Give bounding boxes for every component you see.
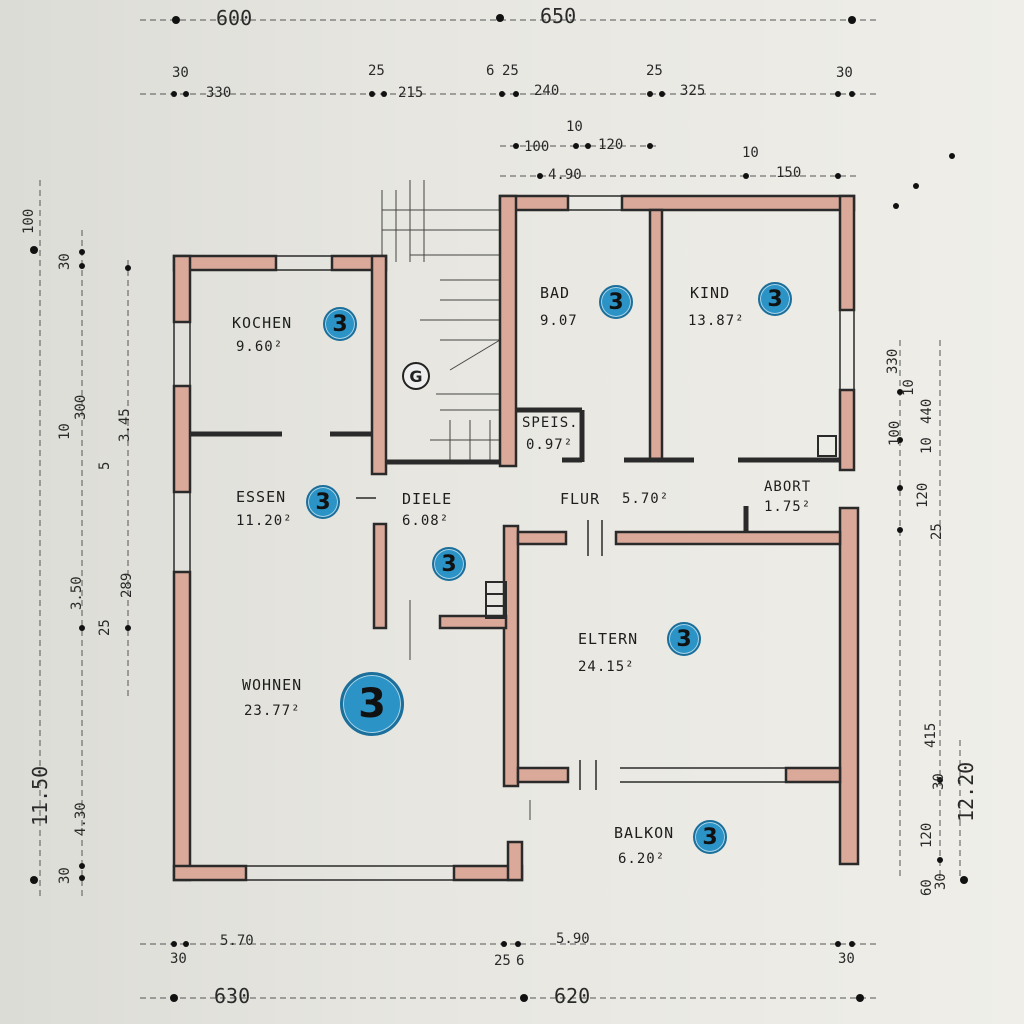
- dim-l-345: 3.45: [117, 408, 133, 442]
- dim-r-10a: 10: [901, 379, 917, 396]
- room-abort-name: ABORT: [764, 479, 812, 495]
- partitions: [190, 407, 840, 532]
- dimension-ticks: [30, 14, 968, 1002]
- room-badge-eltern: 3: [667, 622, 701, 656]
- room-kind-name: KIND: [690, 284, 731, 302]
- dim-r-60: 60: [919, 879, 935, 896]
- room-essen-area: 11.20²: [236, 513, 293, 529]
- dim-l-350: 3.50: [69, 576, 85, 610]
- dim-b-30a: 30: [170, 951, 187, 967]
- room-kochen-name: KOCHEN: [232, 314, 293, 332]
- dim-b-6: 6: [516, 953, 525, 969]
- room-essen-name: ESSEN: [236, 488, 287, 506]
- room-wohnen-name: WOHNEN: [242, 676, 303, 694]
- dim-l-30b: 30: [57, 867, 73, 884]
- room-diele-area: 6.08²: [402, 513, 450, 529]
- room-kind-area: 13.87²: [688, 313, 745, 329]
- dim-r-100: 100: [887, 420, 903, 446]
- room-wohnen-area: 23.77²: [244, 703, 301, 719]
- dim-r-30c: 30: [933, 873, 949, 890]
- dim-b-30b: 30: [838, 951, 855, 967]
- room-badge-diele: 3: [432, 547, 466, 581]
- room-kochen-area: 9.60²: [236, 339, 284, 355]
- dim-t-490: 4.90: [548, 167, 582, 183]
- dim-t-150: 150: [776, 165, 802, 181]
- dim-l-1150: 11.50: [28, 765, 52, 826]
- dim-r-120a: 120: [915, 482, 931, 508]
- dim-l-5: 5: [97, 461, 113, 470]
- room-eltern-area: 24.15²: [578, 659, 635, 675]
- dim-r-120b: 120: [919, 822, 935, 848]
- dim-r-330: 330: [885, 348, 901, 374]
- dim-l-30a: 30: [57, 253, 73, 270]
- dim-bot-630: 630: [214, 984, 251, 1008]
- dim-l-300: 300: [73, 394, 89, 420]
- room-diele-name: DIELE: [402, 490, 453, 508]
- dim-l-100: 100: [21, 208, 37, 234]
- dim-r-415: 415: [923, 722, 939, 748]
- dim-t-25c: 25: [646, 63, 663, 79]
- dim-b-25: 25: [494, 953, 511, 969]
- gas-marker: G: [402, 362, 430, 390]
- room-balkon-area: 6.20²: [618, 851, 666, 867]
- room-badge-kind: 3: [758, 282, 792, 316]
- dim-l-10: 10: [57, 423, 73, 440]
- room-badge-essen: 3: [306, 485, 340, 519]
- room-speis-area: 0.97²: [526, 437, 574, 453]
- dim-l-289: 289: [119, 572, 135, 598]
- room-flur-name: FLUR: [560, 490, 601, 508]
- room-bad-area: 9.07: [540, 313, 578, 329]
- room-speis-name: SPEIS.: [522, 415, 579, 431]
- dim-t-240: 240: [534, 83, 560, 99]
- window-lines: [173, 195, 855, 881]
- room-bad-name: BAD: [540, 284, 571, 302]
- dim-t-25a: 25: [368, 63, 385, 79]
- room-badge-wohnen: 3: [340, 672, 404, 736]
- room-balkon-name: BALKON: [614, 824, 675, 842]
- dim-t-215: 215: [398, 85, 424, 101]
- room-abort-area: 1.75²: [764, 499, 812, 515]
- dim-t-30a: 30: [172, 65, 189, 81]
- dim-b-570: 5.70: [220, 933, 254, 949]
- dim-r-440: 440: [919, 398, 935, 424]
- dim-r-1220: 12.20: [954, 761, 978, 822]
- dim-bot-620: 620: [554, 984, 591, 1008]
- room-badge-kochen: 3: [323, 307, 357, 341]
- dim-l-25: 25: [97, 619, 113, 636]
- dim-t-100: 100: [524, 139, 550, 155]
- dim-l-430: 4.30: [73, 802, 89, 836]
- stair-sketch: [381, 180, 531, 820]
- dim-t-325: 325: [680, 83, 706, 99]
- dim-t-6: 6: [486, 63, 495, 79]
- room-badge-balkon: 3: [693, 820, 727, 854]
- dim-top-600: 600: [216, 6, 253, 30]
- dim-r-30: 30: [931, 773, 947, 790]
- dim-t-10a: 10: [566, 119, 583, 135]
- room-badge-bad: 3: [599, 285, 633, 319]
- room-flur-area: 5.70²: [622, 491, 670, 507]
- dim-b-590: 5.90: [556, 931, 590, 947]
- dim-t-10b: 10: [742, 145, 759, 161]
- dim-top-650: 650: [540, 4, 577, 28]
- dim-r-25: 25: [929, 523, 945, 540]
- room-eltern-name: ELTERN: [578, 630, 639, 648]
- dim-t-120: 120: [598, 137, 624, 153]
- dim-t-30b: 30: [836, 65, 853, 81]
- dim-r-10b: 10: [919, 437, 935, 454]
- walls: [172, 194, 860, 882]
- dim-t-25b: 25: [502, 63, 519, 79]
- dim-t-330: 330: [206, 85, 232, 101]
- dimension-lines: [39, 19, 961, 999]
- fixtures: [485, 435, 837, 619]
